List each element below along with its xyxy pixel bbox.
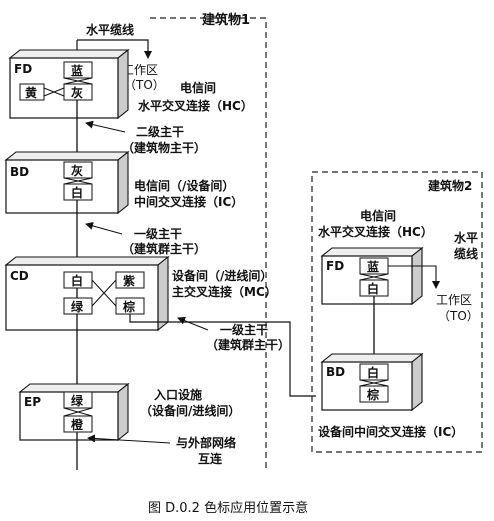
fd-block-blue — [63, 61, 93, 79]
campus-backbone-to-b2 — [129, 314, 316, 397]
b2-ic-label: 设备间中间交叉连接（IC） — [318, 424, 463, 439]
fd-block-yellow — [19, 83, 45, 101]
fd-block-blue-label: 蓝 — [71, 63, 83, 78]
backbone2-arrow — [85, 120, 126, 133]
b2-work-area-to: （TO） — [438, 309, 479, 323]
cd-block-purple-label: 紫 — [123, 273, 135, 288]
b2-bd-block-white-label: 白 — [367, 365, 379, 380]
backbone1b-sublabel: （建筑群主干） — [206, 337, 290, 352]
b2-bd-block-brown-label: 棕 — [366, 387, 379, 402]
bd-box — [4, 150, 130, 215]
ep-cross-connect — [63, 407, 93, 417]
bd-block-gray — [63, 161, 93, 179]
b2-horizontal-cable-label2: 缆线 — [454, 246, 478, 261]
bd-desc-room: 电信间（/设备间） — [134, 178, 234, 193]
building2-title: 建筑物2 — [427, 178, 472, 193]
bd-block-gray-label: 灰 — [71, 163, 83, 178]
b2-fd-desc-hc: 水平交叉连接（HC） — [318, 224, 433, 239]
ep-block-green — [63, 391, 93, 409]
backbone2-label: 二级主干 — [136, 124, 184, 139]
external-arrow — [87, 434, 171, 444]
building2-frame — [311, 171, 483, 453]
backbone1a-arrow — [85, 222, 123, 235]
backbone1b-label: 一级主干 — [220, 322, 268, 337]
b2-fd-cross-connect — [359, 273, 389, 281]
b2-bd-block-white — [359, 363, 389, 381]
b2-fd-desc-room: 电信间 — [360, 208, 396, 223]
backbone1a-sublabel: （建筑群主干） — [122, 241, 206, 256]
bd-block-white — [63, 183, 93, 201]
cd-block-green-label: 绿 — [71, 299, 84, 314]
ep-block-orange-label: 橙 — [71, 417, 84, 432]
figure-caption: 图 D.0.2 色标应用位置示意 — [148, 500, 308, 516]
ep-desc-room: （设备间/进线间） — [140, 403, 240, 418]
fd-desc-hc: 水平交叉连接（HC） — [138, 98, 253, 113]
backbone1a-label: 一级主干 — [134, 226, 182, 241]
b2-work-area-label: 工作区 — [436, 293, 472, 307]
b2-fd-block-white-label: 白 — [367, 281, 379, 296]
cd-box — [4, 255, 170, 332]
ep-block-green-label: 绿 — [71, 393, 84, 408]
building1-title: 建筑物1 — [202, 12, 250, 28]
bd-cross-connect — [63, 177, 93, 185]
work-area-label: 工作区 — [122, 63, 158, 77]
b2-fd-label: FD — [326, 259, 344, 273]
cd-label: CD — [10, 269, 29, 283]
ep-block-orange — [63, 415, 93, 433]
b2-bd-label: BD — [326, 365, 345, 379]
fd-desc-room: 电信间 — [180, 80, 216, 95]
fd-block-gray-label: 灰 — [71, 85, 83, 100]
b2-bd-block-brown — [359, 385, 389, 403]
cd-desc-room: 设备间（/进线间） — [172, 268, 272, 283]
b2-horizontal-cable-line — [388, 265, 440, 289]
external-sublabel: 互连 — [198, 451, 223, 466]
bd-block-white-label: 白 — [71, 185, 83, 200]
fd-block-gray — [63, 83, 93, 101]
horizontal-cable-line — [77, 39, 152, 59]
building1-frame — [150, 17, 267, 470]
cd-desc-mc: 主交叉连接（MC） — [172, 284, 277, 299]
backbone2-sublabel: （建筑物主干） — [122, 140, 206, 155]
backbone1b-arrow — [177, 316, 209, 331]
bd-label: BD — [10, 165, 29, 179]
b2-fd-block-blue-label: 蓝 — [367, 259, 379, 274]
bd-desc-ic: 中间交叉连接（IC） — [134, 194, 243, 209]
fd-label: FD — [14, 62, 32, 76]
b2-horizontal-cable-label: 水平 — [454, 230, 478, 245]
cd-cross-connect — [91, 279, 117, 307]
external-label: 与外部网络 — [176, 435, 236, 450]
ep-label: EP — [24, 395, 41, 409]
cd-block-white-label: 白 — [71, 273, 83, 288]
fd-block-yellow-label: 黄 — [25, 85, 37, 100]
ep-desc-title: 入口设施 — [154, 387, 202, 402]
horizontal-cable-label: 水平缆线 — [86, 22, 134, 37]
cd-block-brown-label: 棕 — [122, 299, 135, 314]
b2-bd-cross-connect — [359, 379, 389, 387]
fd-cross-connect — [63, 77, 93, 85]
work-area-to: （TO） — [124, 78, 165, 92]
